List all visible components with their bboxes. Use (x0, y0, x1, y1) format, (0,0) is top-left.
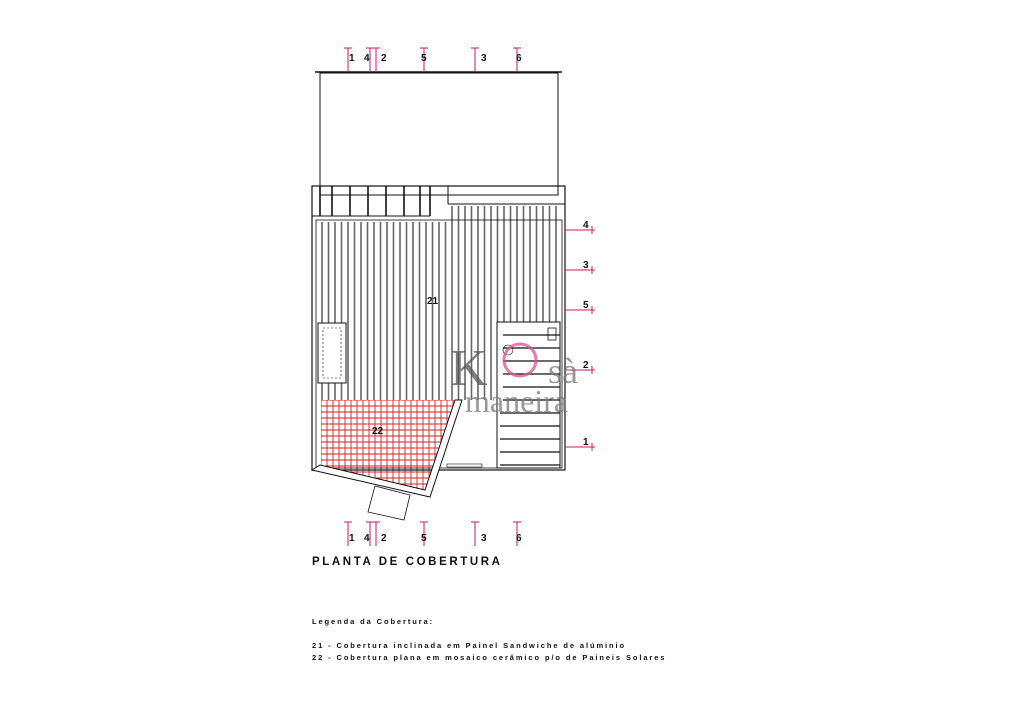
section-marker-label: 1 (583, 437, 589, 448)
section-marker-label: 5 (421, 533, 427, 544)
inclined-roof-panels (321, 206, 557, 400)
section-marker-label: 2 (381, 533, 387, 544)
section-marker-label: 4 (364, 53, 370, 64)
section-marker-label: 3 (583, 260, 589, 271)
section-marker-label: 4 (583, 220, 589, 231)
svg-text:K: K (450, 340, 488, 397)
svg-text:maneira: maneira (465, 383, 568, 419)
section-marker-label: 6 (516, 533, 522, 544)
section-marker-label: 1 (349, 53, 355, 64)
section-marker-label: 4 (364, 533, 370, 544)
section-marker-label: 2 (381, 53, 387, 64)
watermark-logo: K sà maneira (450, 340, 578, 419)
section-marker-label: 1 (349, 533, 355, 544)
pergola-bays (319, 186, 431, 216)
legend-heading: Legenda da Cobertura: (312, 617, 434, 626)
section-marker-label: 3 (481, 53, 487, 64)
section-marker-label: 6 (516, 53, 522, 64)
drawing-title: PLANTA DE COBERTURA (312, 556, 503, 568)
svg-text:sà: sà (548, 351, 578, 391)
section-marker-label: 2 (583, 360, 589, 371)
area-label-21: 21 (427, 296, 439, 307)
section-marker-label: 5 (583, 300, 589, 311)
area-label-22: 22 (372, 426, 384, 437)
stair-lines (500, 334, 560, 466)
section-marker-label: 5 (421, 53, 427, 64)
legend-item-22: 22 - Cobertura plana em mosaico cerâmico… (312, 653, 667, 662)
legend-item-21: 21 - Cobertura inclinada em Painel Sandw… (312, 641, 626, 650)
section-marker-label: 3 (481, 533, 487, 544)
